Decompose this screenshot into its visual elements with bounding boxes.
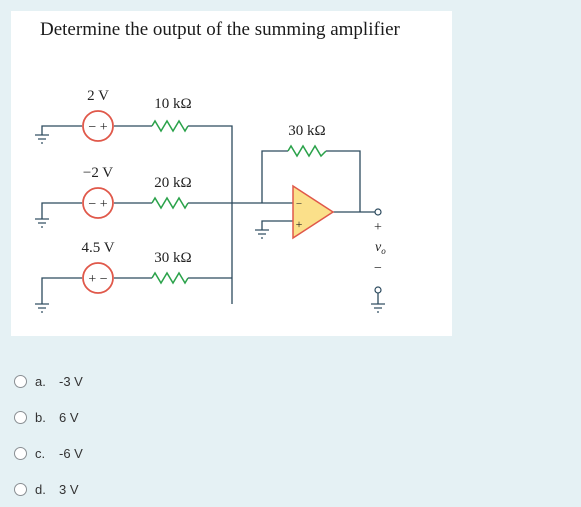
ground-icon bbox=[35, 134, 385, 313]
option-d[interactable]: d. 3 V bbox=[14, 471, 83, 507]
opamp-minus-label: − bbox=[296, 198, 302, 210]
radio-button[interactable] bbox=[14, 482, 27, 496]
option-text: -6 V bbox=[59, 445, 83, 461]
option-letter: c. bbox=[35, 445, 46, 461]
source-2-value: −2 V bbox=[83, 165, 113, 181]
resistor-2 bbox=[151, 196, 189, 210]
answer-options: a. -3 V b. 6 V c. -6 V d. 3 V bbox=[14, 363, 83, 507]
option-letter: b. bbox=[35, 409, 46, 425]
voltage-source-1: − + bbox=[82, 110, 114, 142]
option-text: 6 V bbox=[59, 409, 79, 425]
radio-button[interactable] bbox=[14, 446, 27, 460]
op-amp: − + bbox=[292, 184, 335, 240]
option-c[interactable]: c. -6 V bbox=[14, 435, 83, 471]
feedback-resistor-label: 30 kΩ bbox=[288, 123, 325, 139]
output-terminal-plus bbox=[374, 208, 382, 216]
resistor-3-label: 30 kΩ bbox=[154, 250, 191, 266]
option-text: 3 V bbox=[59, 481, 79, 497]
voltage-source-3: + − bbox=[82, 262, 114, 294]
option-a[interactable]: a. -3 V bbox=[14, 363, 83, 399]
svg-text:− +: − + bbox=[88, 120, 107, 135]
resistor-1 bbox=[151, 119, 189, 133]
svg-text:+ −: + − bbox=[88, 272, 107, 287]
output-minus-sign: − bbox=[374, 261, 382, 276]
output-terminal-minus bbox=[374, 286, 382, 294]
resistor-3 bbox=[151, 271, 189, 285]
svg-text:− +: − + bbox=[88, 197, 107, 212]
option-text: -3 V bbox=[59, 373, 83, 389]
radio-button[interactable] bbox=[14, 410, 27, 424]
option-b[interactable]: b. 6 V bbox=[14, 399, 83, 435]
feedback-resistor bbox=[287, 144, 327, 158]
voltage-source-2: − + bbox=[82, 187, 114, 219]
source-3-value: 4.5 V bbox=[81, 240, 114, 256]
resistor-2-label: 20 kΩ bbox=[154, 175, 191, 191]
output-plus-sign: + bbox=[374, 220, 382, 235]
opamp-plus-label: + bbox=[296, 217, 303, 231]
option-letter: a. bbox=[35, 373, 46, 389]
option-letter: d. bbox=[35, 481, 46, 497]
output-label: vo bbox=[375, 240, 386, 256]
resistor-1-label: 10 kΩ bbox=[154, 96, 191, 112]
question-text: Determine the output of the summing ampl… bbox=[40, 19, 400, 40]
radio-button[interactable] bbox=[14, 374, 27, 388]
source-1-value: 2 V bbox=[87, 88, 109, 104]
